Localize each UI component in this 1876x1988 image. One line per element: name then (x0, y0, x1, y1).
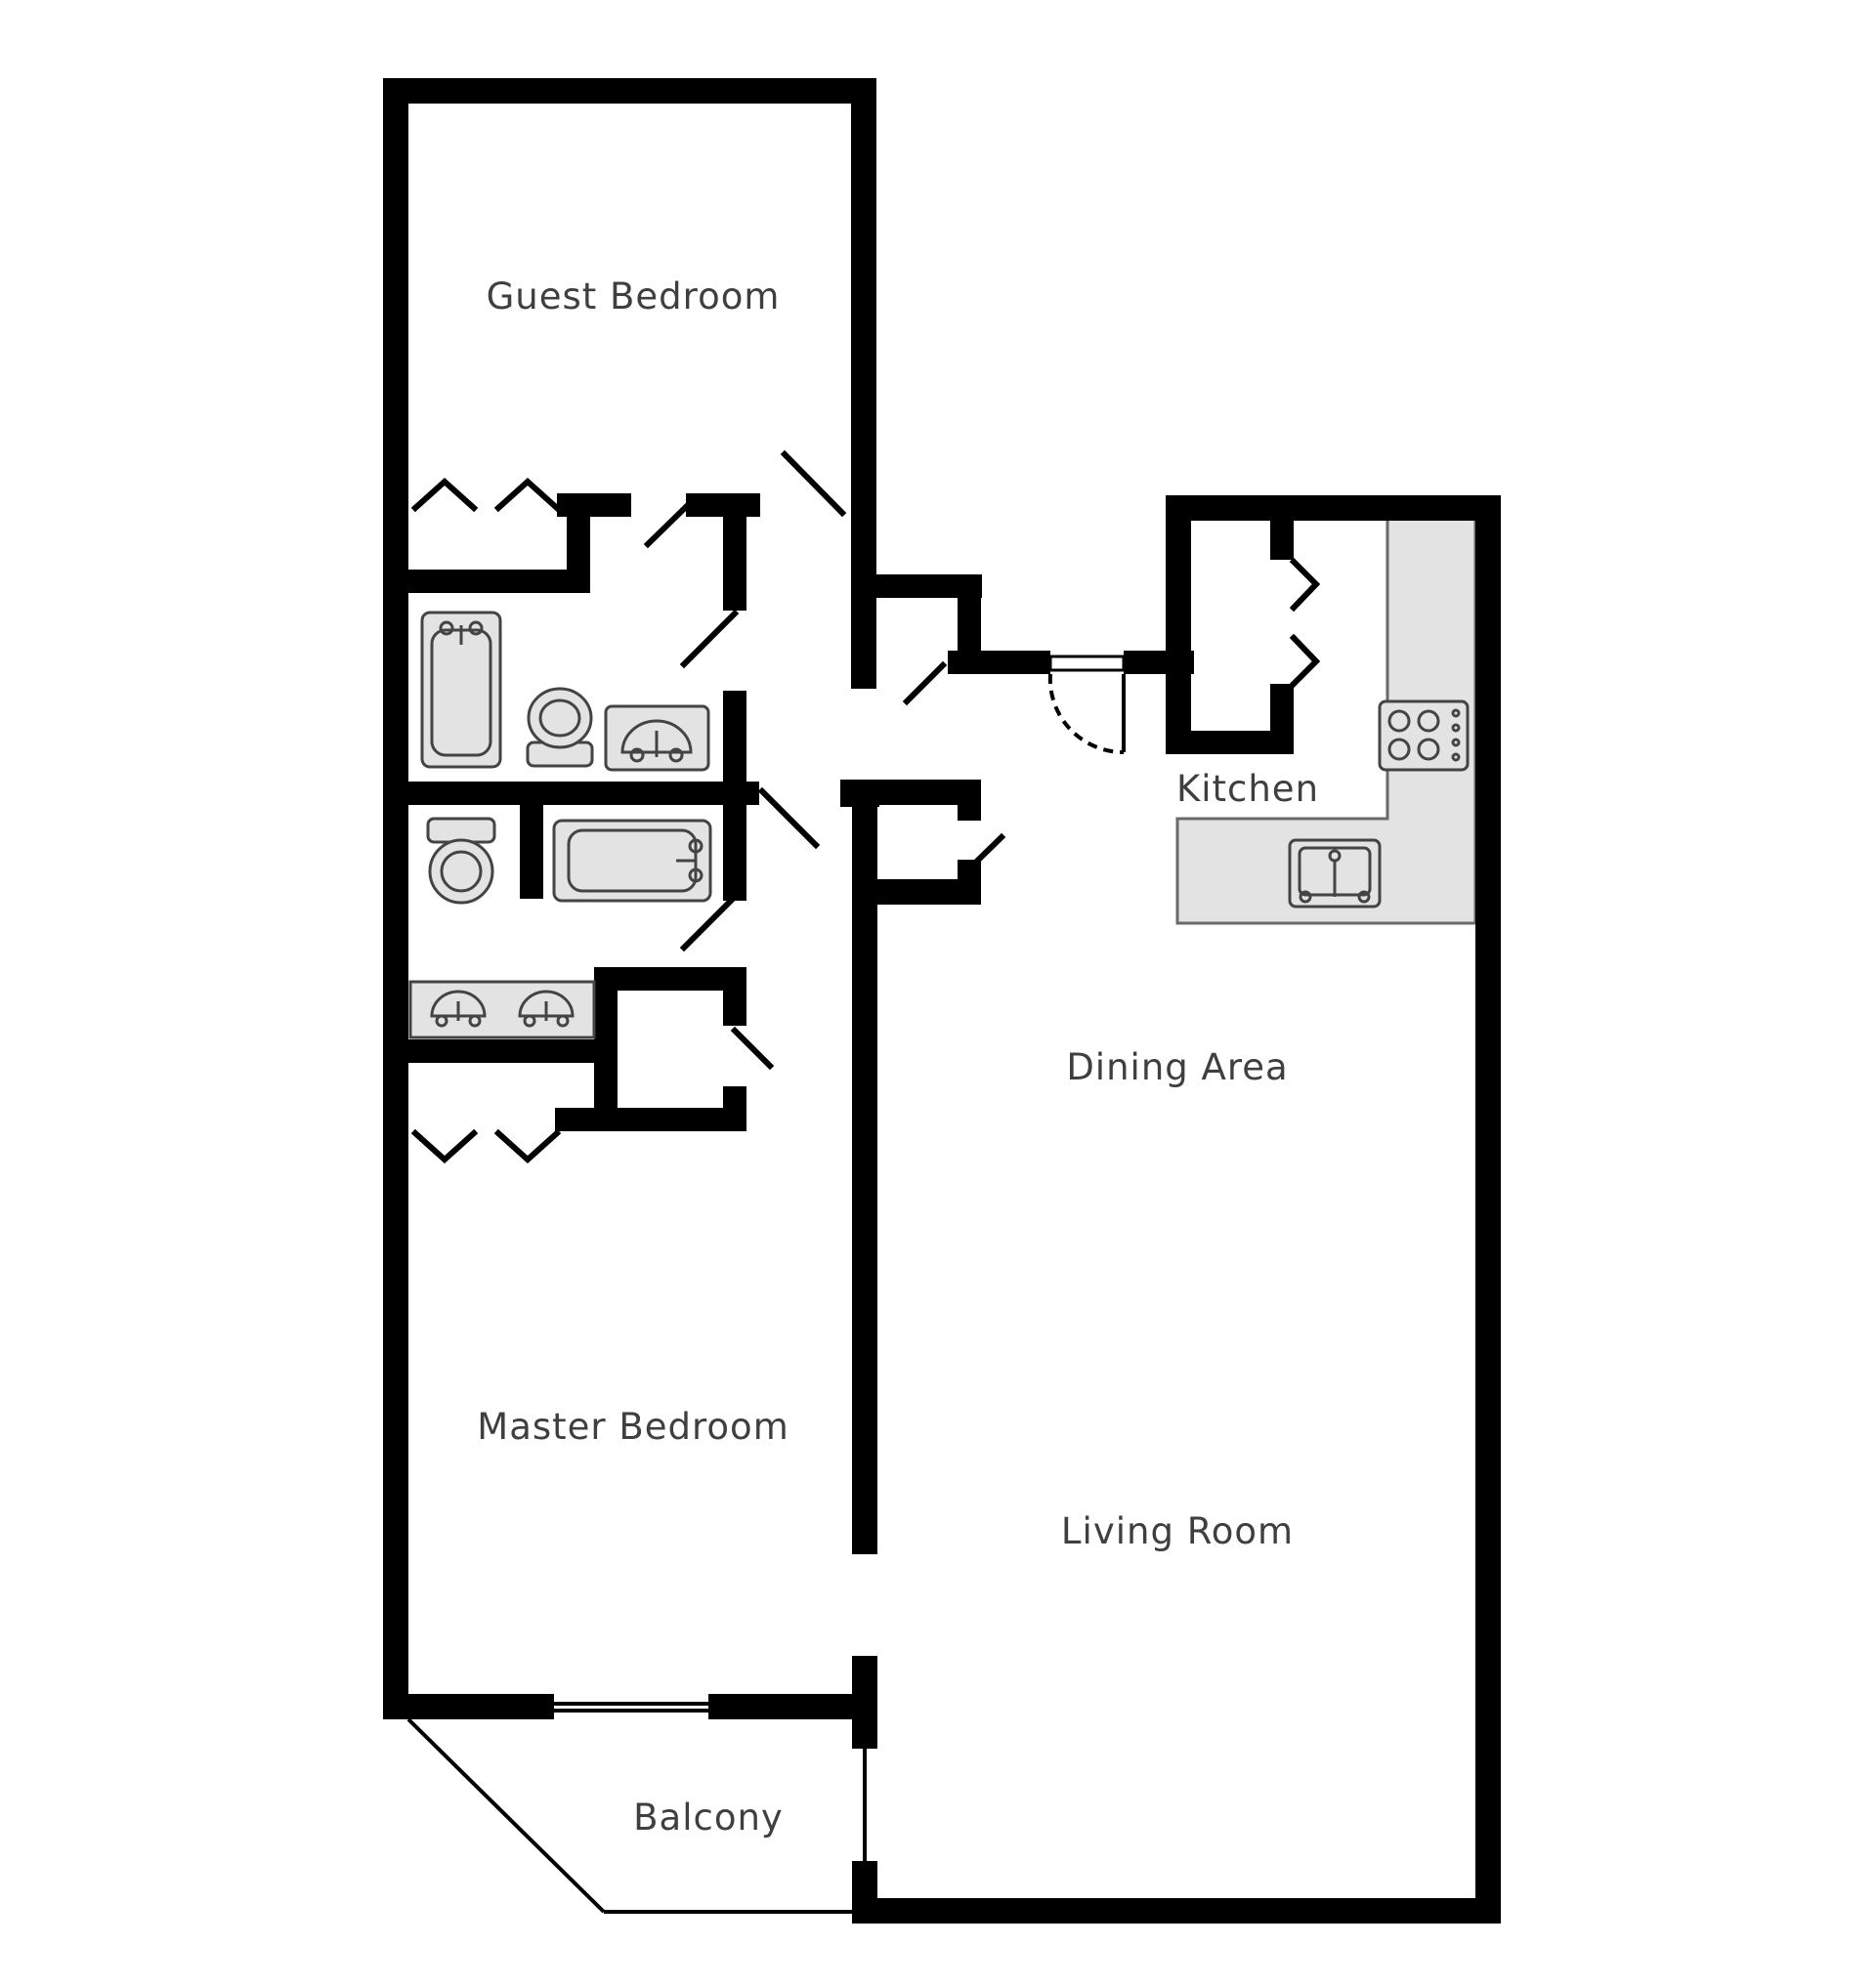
label-living-room: Living Room (1061, 1510, 1294, 1552)
wall-right (1475, 495, 1501, 1924)
wall-left (383, 78, 408, 1719)
bathtub-1-icon (420, 611, 502, 769)
label-master-bedroom: Master Bedroom (477, 1406, 789, 1448)
stove-icon (1378, 699, 1470, 772)
balcony-outline (406, 1702, 867, 1914)
wall-bottom (852, 1898, 1501, 1924)
label-dining-area: Dining Area (1066, 1046, 1288, 1088)
double-vanity-icon (408, 980, 596, 1039)
label-guest-bedroom: Guest Bedroom (487, 275, 781, 317)
outer-walls (383, 78, 1501, 1924)
wall-living-left-lower (852, 1656, 877, 1749)
wall-top-left (383, 78, 876, 104)
doors (410, 449, 1321, 1164)
label-balcony: Balcony (633, 1797, 784, 1839)
bathtub-2-icon (552, 819, 712, 903)
label-kitchen: Kitchen (1176, 768, 1319, 810)
wall-balcony-top-right (708, 1694, 876, 1719)
wall-living-left-bottom (852, 1861, 877, 1924)
toilet-1-icon (526, 687, 594, 768)
wall-balcony-top-left (383, 1694, 554, 1719)
toilet-2-icon (426, 817, 496, 905)
sink-1-icon (604, 704, 710, 772)
kitchen-sink-icon (1288, 838, 1382, 909)
wall-top-right (1166, 495, 1501, 521)
interior-walls (383, 493, 1294, 1554)
